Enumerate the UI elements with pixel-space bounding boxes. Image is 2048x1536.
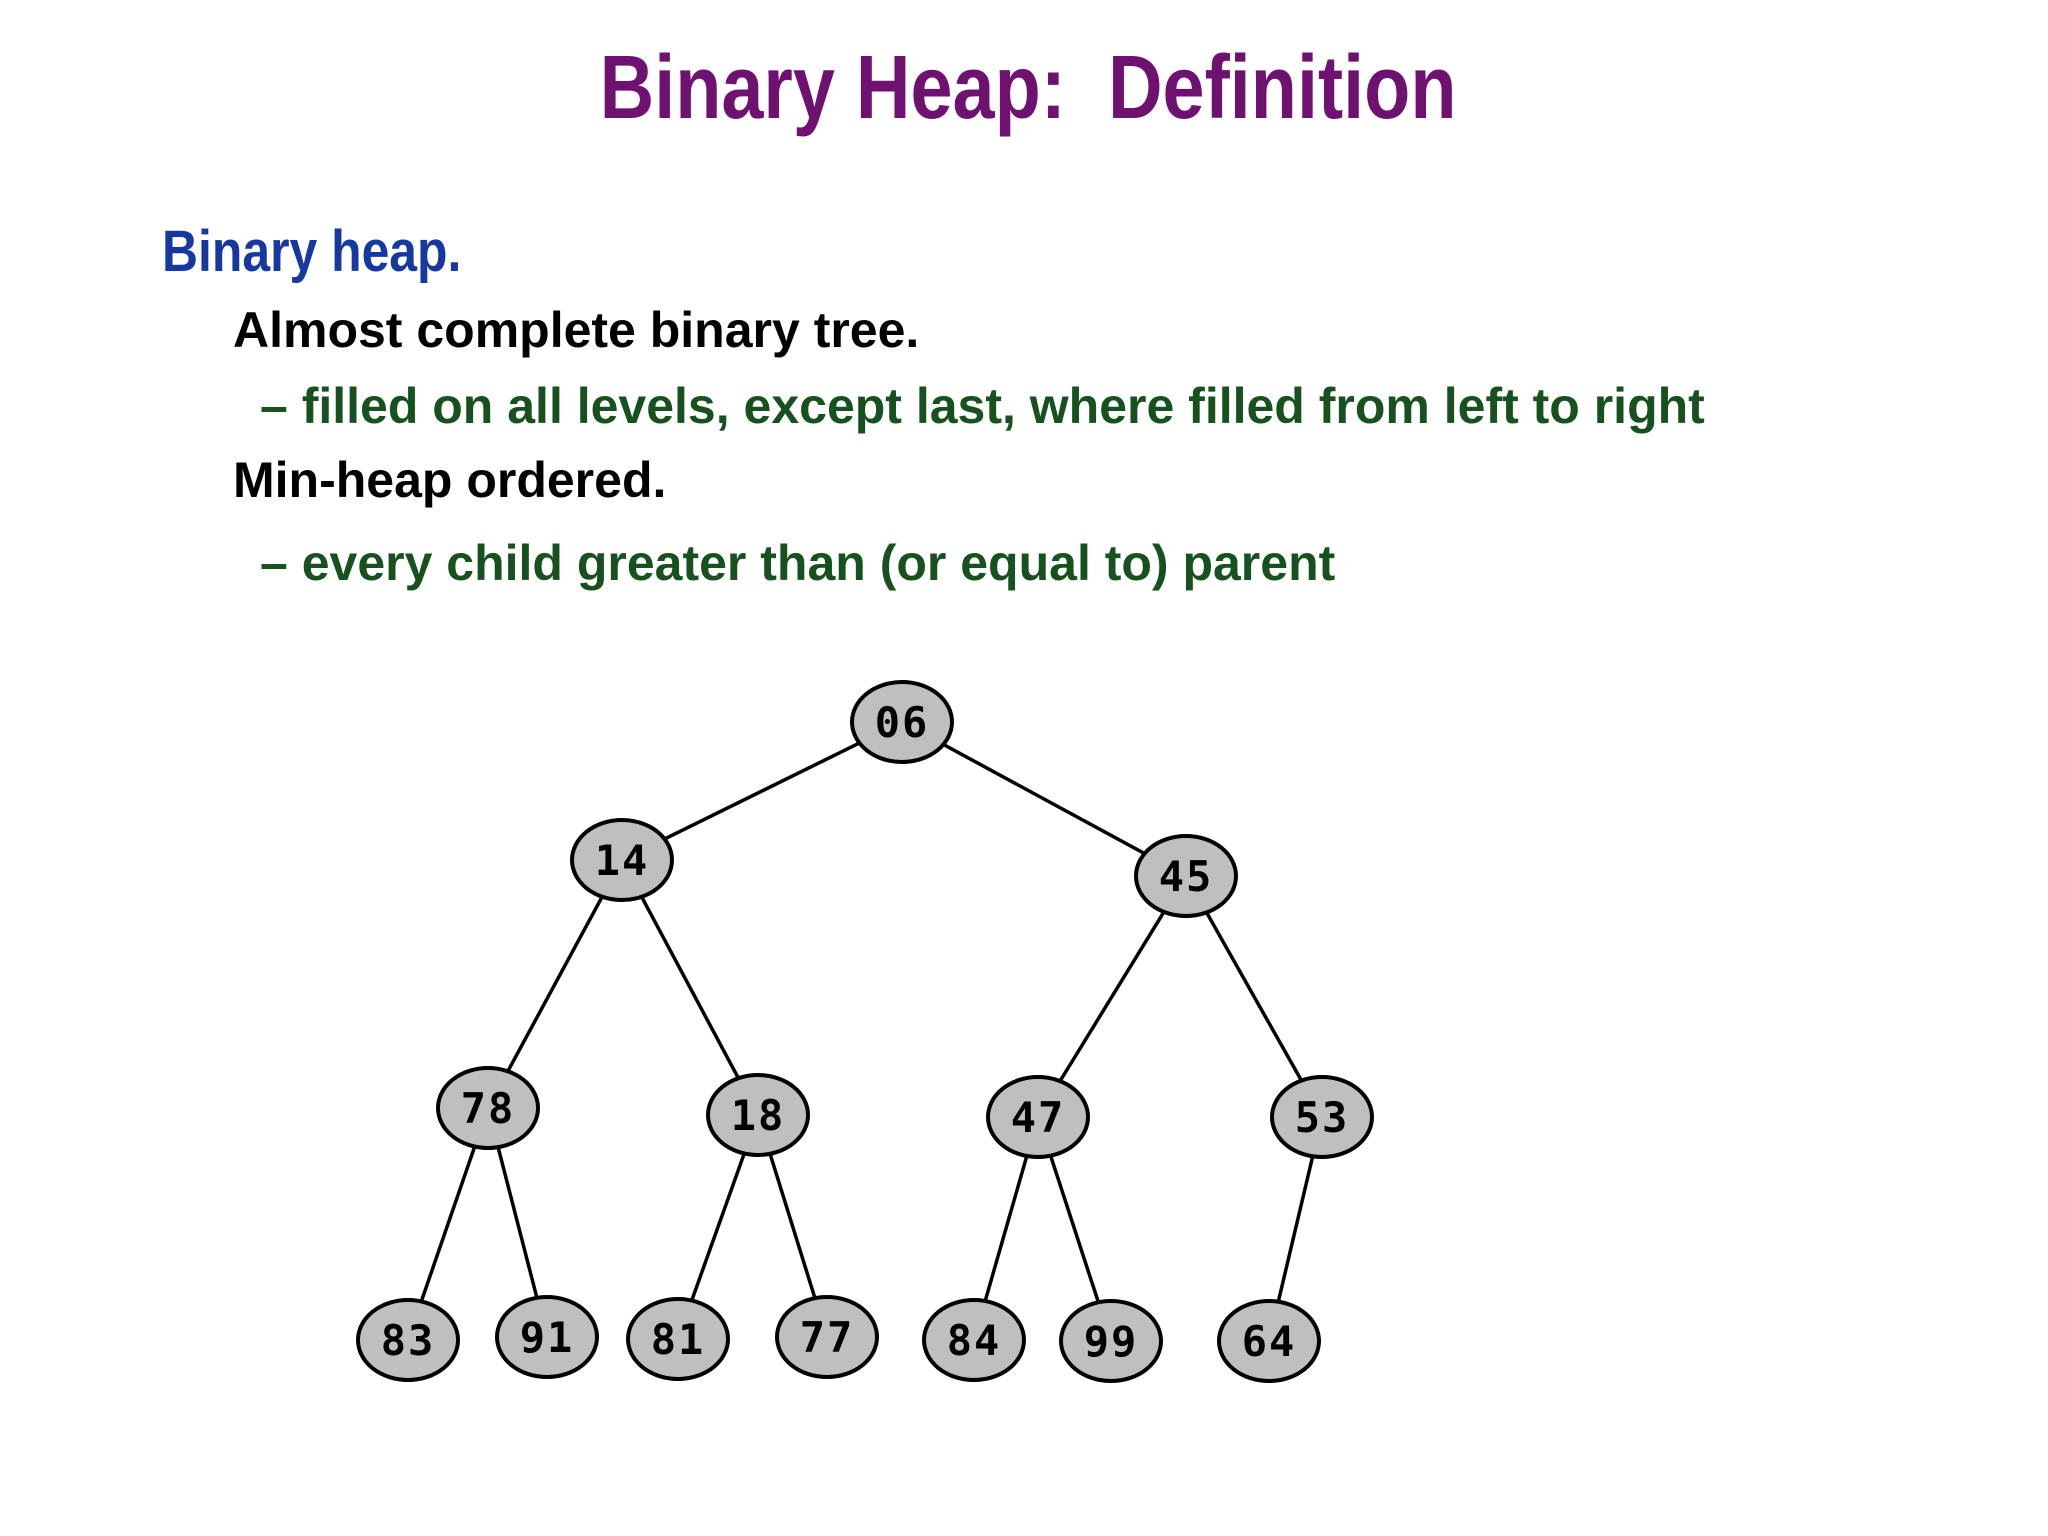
tree-node-78: 78	[436, 1066, 540, 1150]
tree-node-label: 91	[520, 1313, 575, 1362]
tree-node-81: 81	[626, 1297, 730, 1381]
tree-node-ellipse	[922, 1298, 1026, 1382]
tree-node-77: 77	[775, 1295, 879, 1379]
tree-node-ellipse	[986, 1075, 1090, 1159]
tree-node-label: 06	[875, 698, 930, 747]
tree-node-53: 53	[1270, 1075, 1374, 1159]
tree-node-label: 81	[651, 1315, 706, 1364]
tree-node-label: 47	[1011, 1093, 1066, 1142]
bullet-almost-complete: Almost complete binary tree.	[233, 302, 920, 358]
tree-node-label: 14	[595, 836, 650, 885]
tree-node-ellipse	[1217, 1299, 1321, 1383]
tree-node-ellipse	[626, 1297, 730, 1381]
tree-node-ellipse	[356, 1298, 460, 1382]
tree-edge-45-53	[1184, 875, 1324, 1118]
tree-node-label: 77	[800, 1313, 855, 1362]
bullet-filled-levels: – filled on all levels, except last, whe…	[260, 378, 1705, 434]
tree-edge-14-78	[486, 859, 624, 1109]
tree-node-91: 91	[495, 1295, 599, 1379]
tree-edge-06-45	[901, 720, 1187, 878]
tree-edge-45-47	[1036, 875, 1188, 1118]
bullet-every-child: – every child greater than (or equal to)…	[260, 535, 1336, 591]
tree-node-18: 18	[706, 1073, 810, 1157]
tree-node-label: 64	[1242, 1317, 1297, 1366]
tree-node-64: 64	[1217, 1299, 1321, 1383]
tree-node-45: 45	[1134, 834, 1238, 918]
tree-node-ellipse	[706, 1073, 810, 1157]
page-title-text: Binary Heap: Definition	[599, 38, 1457, 138]
tree-node-ellipse	[1059, 1299, 1163, 1383]
tree-node-06: 06	[850, 680, 954, 764]
tree-node-ellipse	[495, 1295, 599, 1379]
tree-node-84: 84	[922, 1298, 1026, 1382]
tree-node-ellipse	[850, 680, 954, 764]
tree-node-99: 99	[1059, 1299, 1163, 1383]
tree-node-label: 84	[947, 1316, 1002, 1365]
tree-node-83: 83	[356, 1298, 460, 1382]
tree-node-ellipse	[1134, 834, 1238, 918]
heading-binary-heap: Binary heap.	[162, 219, 462, 284]
tree-node-ellipse	[436, 1066, 540, 1150]
tree-node-14: 14	[570, 818, 674, 902]
tree-edge-06-14	[621, 720, 903, 862]
tree-node-label: 78	[461, 1084, 516, 1133]
tree-node-ellipse	[775, 1295, 879, 1379]
tree-edge-14-18	[620, 859, 760, 1116]
page-title: Binary Heap: Definition	[0, 27, 2048, 133]
tree-node-label: 53	[1295, 1093, 1350, 1142]
bullet-min-heap-ordered: Min-heap ordered.	[233, 452, 667, 508]
tree-node-label: 83	[381, 1316, 436, 1365]
tree-node-ellipse	[1270, 1075, 1374, 1159]
tree-node-label: 45	[1159, 852, 1214, 901]
tree-node-47: 47	[986, 1075, 1090, 1159]
tree-node-label: 99	[1084, 1317, 1139, 1366]
tree-node-ellipse	[570, 818, 674, 902]
tree-node-label: 18	[731, 1091, 786, 1140]
